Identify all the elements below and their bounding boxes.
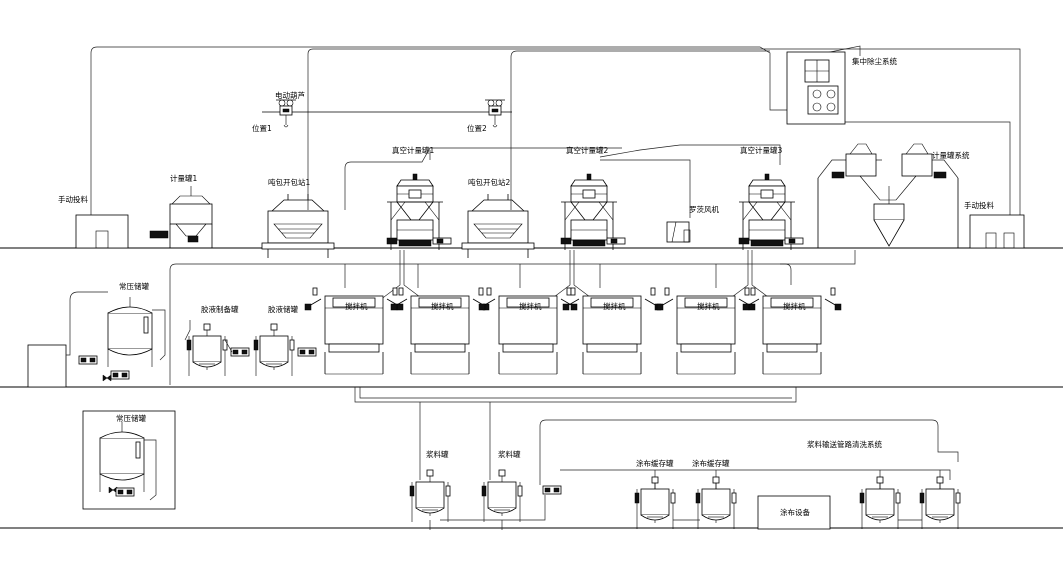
slurry-tank2 [481,469,523,523]
slurry-piping [429,495,546,530]
mixer-3-label: 搅拌机 [519,301,542,311]
meter-tank1 [149,186,213,248]
glue-prep-tank-label: 胶液制备罐 [201,304,239,314]
coating-buffer-tank1 [634,476,676,530]
pressure-tank-lower [99,421,145,493]
position1-label: 位置1 [252,123,272,133]
manual-feed-hopper-left [95,230,109,249]
dust-system-label: 集中除尘系统 [852,56,897,66]
glue-storage-tank-label: 胶液储罐 [268,304,298,314]
ton-bag-station1 [261,193,335,259]
coating-buffer-tank3 [859,476,901,530]
pressure-tank-lower-label: 常压储罐 [116,413,146,423]
glue-prep-tank [186,323,228,377]
pressure-tank-upper [27,291,166,388]
glue-storage-tank [253,323,295,377]
mixer-2 [390,287,490,375]
vacuum-piping [344,144,781,218]
electric-hoist-position2 [484,99,506,128]
glue-piping [184,320,233,353]
meter-tank-system-label: 计量罐系统 [932,150,970,160]
mixer-discharge-manifold [354,387,797,480]
mixer-4 [562,287,662,375]
position2-label: 位置2 [467,123,487,133]
coating-equipment-label: 涂布设备 [780,507,810,517]
mixer-5-label: 搅拌机 [697,301,720,311]
cleaning-system-label: 浆料输送管路清洗系统 [807,439,882,449]
mixer-3 [478,287,578,375]
pressure-tank-upper-label: 常压储罐 [119,281,149,291]
mixer-1 [304,287,404,375]
pressure-tank-lower-box [82,410,176,510]
vacuum-meter-tank2-label: 真空计量罐2 [566,145,608,155]
mixer-feed-header [169,250,856,385]
manual-feed-hopper-right-a [985,232,997,249]
glue-storage-pump [297,347,317,357]
slurry-tank2-label: 浆料罐 [498,449,521,459]
meter-tank-system [817,143,959,248]
mixer-6-label: 搅拌机 [783,301,806,311]
vacuum-meter-tank1 [386,173,452,251]
vacuum-meter-tank3 [738,173,804,251]
slurry-tank1 [409,469,451,523]
mixer-2-label: 搅拌机 [431,301,454,311]
roots-blower [666,221,691,243]
manual-feed-right-label: 手动投料 [964,200,994,210]
ton-bag-station1-label: 吨包开包站1 [268,177,310,187]
pressure-tank-lower-piping [144,439,157,501]
coating-buffer2-label: 涂布缓存罐 [692,458,730,468]
manual-feed-station-left [75,214,129,249]
dust-collection-piping [90,45,1021,215]
vacuum-meter-tank1-label: 真空计量罐1 [392,145,434,155]
coating-buffer-tank2 [695,476,737,530]
cleaning-system-piping [539,419,959,490]
mixer-6 [742,287,842,375]
slurry-tank1-label: 浆料罐 [426,449,449,459]
manual-feed-station-right [969,214,1025,249]
coating-equipment [757,495,831,530]
dust-collector [786,51,846,125]
vacuum-meter-tank2 [560,173,626,251]
ton-bag-station2 [461,193,535,259]
electric-hoist-position1 [275,99,297,128]
glue-prep-pump [230,347,250,357]
mixer-4-label: 搅拌机 [603,301,626,311]
pressure-tank-lower-pump [115,487,135,497]
coating-buffer1-label: 涂布缓存罐 [636,458,674,468]
slurry-transfer-pump [542,485,562,495]
electric-hoist-label: 电动葫芦 [275,90,305,100]
roots-blower-label: 罗茨风机 [689,204,719,214]
mixer-5 [656,287,756,375]
mixer-1-label: 搅拌机 [345,301,368,311]
meter-tank1-label: 计量罐1 [170,173,197,183]
coating-buffer-tank4 [919,476,961,530]
manual-feed-hopper-right-b [1003,232,1015,249]
vacuum-meter-tank3-label: 真空计量罐3 [740,145,782,155]
manual-feed-left-label: 手动投料 [58,194,88,204]
ton-bag-station2-label: 吨包开包站2 [468,177,510,187]
